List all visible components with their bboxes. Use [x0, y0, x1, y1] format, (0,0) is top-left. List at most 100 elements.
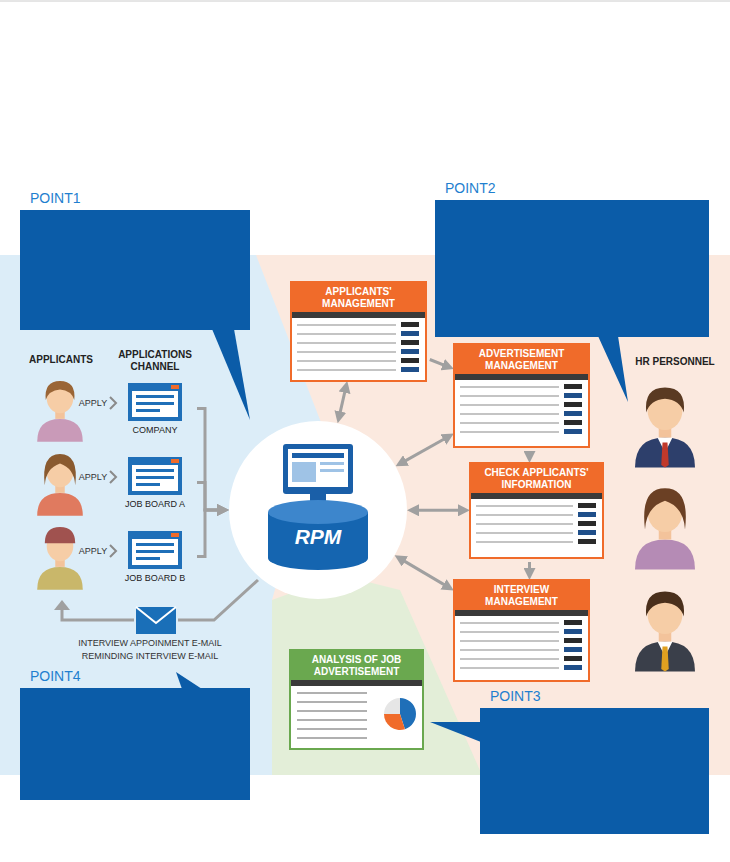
- mock-button: [578, 521, 596, 526]
- person-hair: [45, 527, 75, 543]
- mock-button: [564, 384, 582, 389]
- person-body: [635, 540, 695, 570]
- text-label: APPLY: [78, 546, 108, 557]
- mock-button: [401, 358, 419, 363]
- window-line: [136, 483, 160, 486]
- mock-row: [297, 333, 396, 335]
- callout-box: POINT1: [20, 210, 250, 330]
- database-top: [268, 500, 368, 524]
- connector-arrow: [528, 451, 531, 457]
- window-pane: [132, 465, 178, 491]
- mock-row: [476, 541, 573, 543]
- mock-button: [578, 512, 596, 517]
- mock-row: [297, 710, 367, 712]
- connector-arrow: [339, 387, 346, 417]
- apply-chevron: [110, 471, 116, 483]
- mock-button: [564, 665, 582, 670]
- mock-row: [297, 369, 396, 371]
- apply-chevron: [110, 545, 116, 557]
- mock-row: [297, 324, 396, 326]
- window-line: [136, 557, 160, 560]
- mock-row: [297, 692, 367, 694]
- person-body: [37, 419, 83, 442]
- mock-row: [297, 351, 396, 353]
- screen-mock: [455, 610, 588, 680]
- text-label: APPLICANTS: [22, 354, 100, 366]
- screen-panel: ADVERTISEMENT MANAGEMENT: [453, 343, 590, 448]
- connector-arrow: [400, 558, 449, 587]
- person-figure: [635, 488, 695, 569]
- mock-button: [564, 638, 582, 643]
- window-line: [136, 395, 174, 398]
- channel-label: JOB BOARD B: [116, 573, 194, 583]
- monitor-block: [292, 462, 316, 482]
- apply-chevrons: [110, 397, 116, 557]
- mock-row: [476, 523, 573, 525]
- person-hair: [44, 454, 76, 485]
- screen-title: CHECK APPLICANTS' INFORMATION: [471, 464, 602, 493]
- person-body: [37, 493, 83, 516]
- callout-box: POINT2: [435, 200, 709, 337]
- person-body: [635, 438, 695, 468]
- channel-label: COMPANY: [116, 425, 194, 435]
- mock-row: [460, 404, 559, 406]
- window-line: [136, 476, 174, 479]
- mock-button: [578, 530, 596, 535]
- window-line: [136, 550, 174, 553]
- mock-row: [297, 360, 396, 362]
- callout-tail: [176, 672, 202, 689]
- screen-panel: APPLICANTS' MANAGEMENT: [290, 281, 427, 382]
- mock-row: [297, 737, 367, 739]
- mock-button: [564, 429, 582, 434]
- monitor-screen: [288, 449, 348, 487]
- window-line: [136, 409, 160, 412]
- mock-row: [460, 622, 559, 624]
- person-figure: [37, 381, 83, 442]
- mock-row: [460, 395, 559, 397]
- email-arrowhead: [54, 600, 70, 610]
- connector-arrow: [401, 436, 449, 463]
- screen-mock: [292, 312, 425, 380]
- mock-button: [578, 539, 596, 544]
- system-name: RPM: [228, 525, 408, 549]
- mock-toolbar: [455, 610, 588, 616]
- envelope-icon: [136, 607, 176, 634]
- channel-label: JOB BOARD A: [116, 499, 194, 509]
- mock-button: [401, 340, 419, 345]
- mock-button: [564, 656, 582, 661]
- person-tie: [661, 443, 669, 468]
- mock-row: [297, 342, 396, 344]
- person-figure: [635, 388, 695, 468]
- text-label: REMINDING INTERVIEW E-MAIL: [50, 651, 250, 662]
- rpm-hub-circle: RPM: [228, 420, 408, 600]
- person-figure: [37, 527, 83, 590]
- connector-arrow: [197, 510, 223, 557]
- window-frame: [128, 457, 182, 495]
- mock-row: [476, 505, 573, 507]
- person-body: [635, 642, 695, 672]
- mock-row: [460, 667, 559, 669]
- mock-button: [564, 393, 582, 398]
- mock-button: [564, 420, 582, 425]
- email-line: [178, 580, 258, 620]
- window-frame: [128, 531, 182, 569]
- screen-panel: CHECK APPLICANTS' INFORMATION: [469, 462, 604, 559]
- envelope-body: [136, 607, 176, 634]
- window-line: [136, 402, 174, 405]
- text-label: INTERVIEW APPOINMENT E-MAIL: [50, 638, 250, 649]
- mock-button: [564, 629, 582, 634]
- window-line: [136, 543, 174, 546]
- point-heading: POINT4: [30, 668, 81, 684]
- text-label: HR PERSONNEL: [630, 356, 720, 368]
- hub-shape: [228, 420, 408, 600]
- text-label: APPLY: [78, 398, 108, 409]
- channel-icon-box: JOB BOARD A: [116, 456, 194, 509]
- window-pane: [132, 391, 178, 417]
- screen-mock: [291, 680, 422, 748]
- person-hair: [646, 388, 684, 413]
- hub-circle: [229, 421, 407, 599]
- person-hair: [644, 488, 686, 529]
- window-button: [171, 385, 179, 389]
